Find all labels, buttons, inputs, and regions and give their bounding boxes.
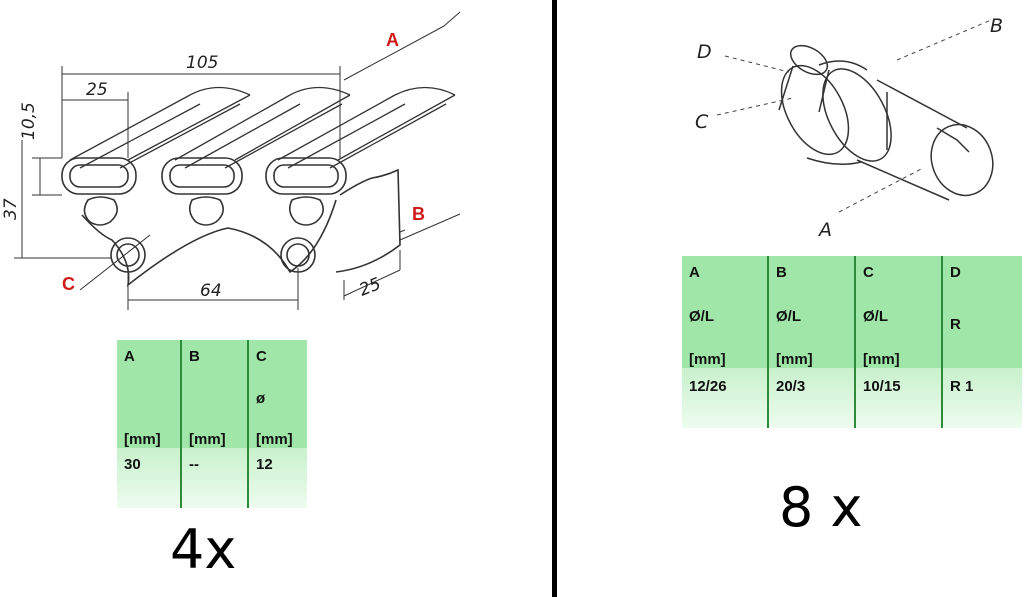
- pin-header-b: B Ø/L [mm]: [767, 256, 855, 368]
- dim-25-side: 25: [356, 274, 384, 301]
- value-cell-b: --: [180, 448, 248, 508]
- header-cell-a: A [mm]: [117, 340, 181, 448]
- header-cell-b: B [mm]: [180, 340, 248, 448]
- profile-spec-table: A [mm] B [mm] C ø [mm]: [117, 340, 307, 508]
- pin-callout-c: C: [695, 111, 709, 133]
- callout-a: A: [386, 30, 399, 50]
- dim-10-5: 10,5: [19, 102, 39, 140]
- pin-drawing: D C B A: [695, 15, 1003, 241]
- value-cell-a: 30: [117, 448, 181, 508]
- pin-spec-table: A Ø/L [mm] B Ø/L [mm] C Ø/L [mm]: [682, 256, 1022, 428]
- header-cell-c: C ø [mm]: [247, 340, 307, 448]
- dim-64: 64: [200, 281, 222, 301]
- value-cell-c: 12: [247, 448, 307, 508]
- leader-lines: [716, 19, 992, 213]
- pin-outline: [778, 44, 994, 201]
- pin-panel: D C B A A Ø/L [mm] B Ø/L [mm]: [557, 0, 1024, 597]
- profile-drawing: 105 25 10,5 37 64 25 A B C: [1, 11, 461, 310]
- dimension-lines: [14, 11, 461, 310]
- pin-value-d: R 1: [941, 368, 1022, 428]
- pin-callout-a: A: [817, 219, 832, 241]
- pin-value-b: 20/3: [767, 368, 855, 428]
- dim-37: 37: [1, 198, 21, 220]
- profile-quantity: 4x: [170, 518, 237, 581]
- pin-header-d: D R: [941, 256, 1022, 368]
- panel-divider: [552, 0, 557, 597]
- pin-header-c: C Ø/L [mm]: [854, 256, 942, 368]
- dim-25-top: 25: [86, 80, 108, 100]
- pin-callout-d: D: [697, 41, 712, 63]
- pin-value-c: 10/15: [854, 368, 942, 428]
- extrusion-lines: [69, 86, 456, 169]
- front-profile: [61, 157, 401, 287]
- pin-header-a: A Ø/L [mm]: [682, 256, 768, 368]
- callout-b: B: [412, 204, 425, 224]
- dim-105: 105: [186, 53, 218, 73]
- pin-quantity: 8 x: [779, 476, 863, 539]
- callout-c: C: [62, 274, 75, 294]
- pin-value-a: 12/26: [682, 368, 768, 428]
- pin-callout-b: B: [990, 15, 1003, 37]
- profile-panel: 105 25 10,5 37 64 25 A B C A [mm] B [mm]: [1, 11, 461, 581]
